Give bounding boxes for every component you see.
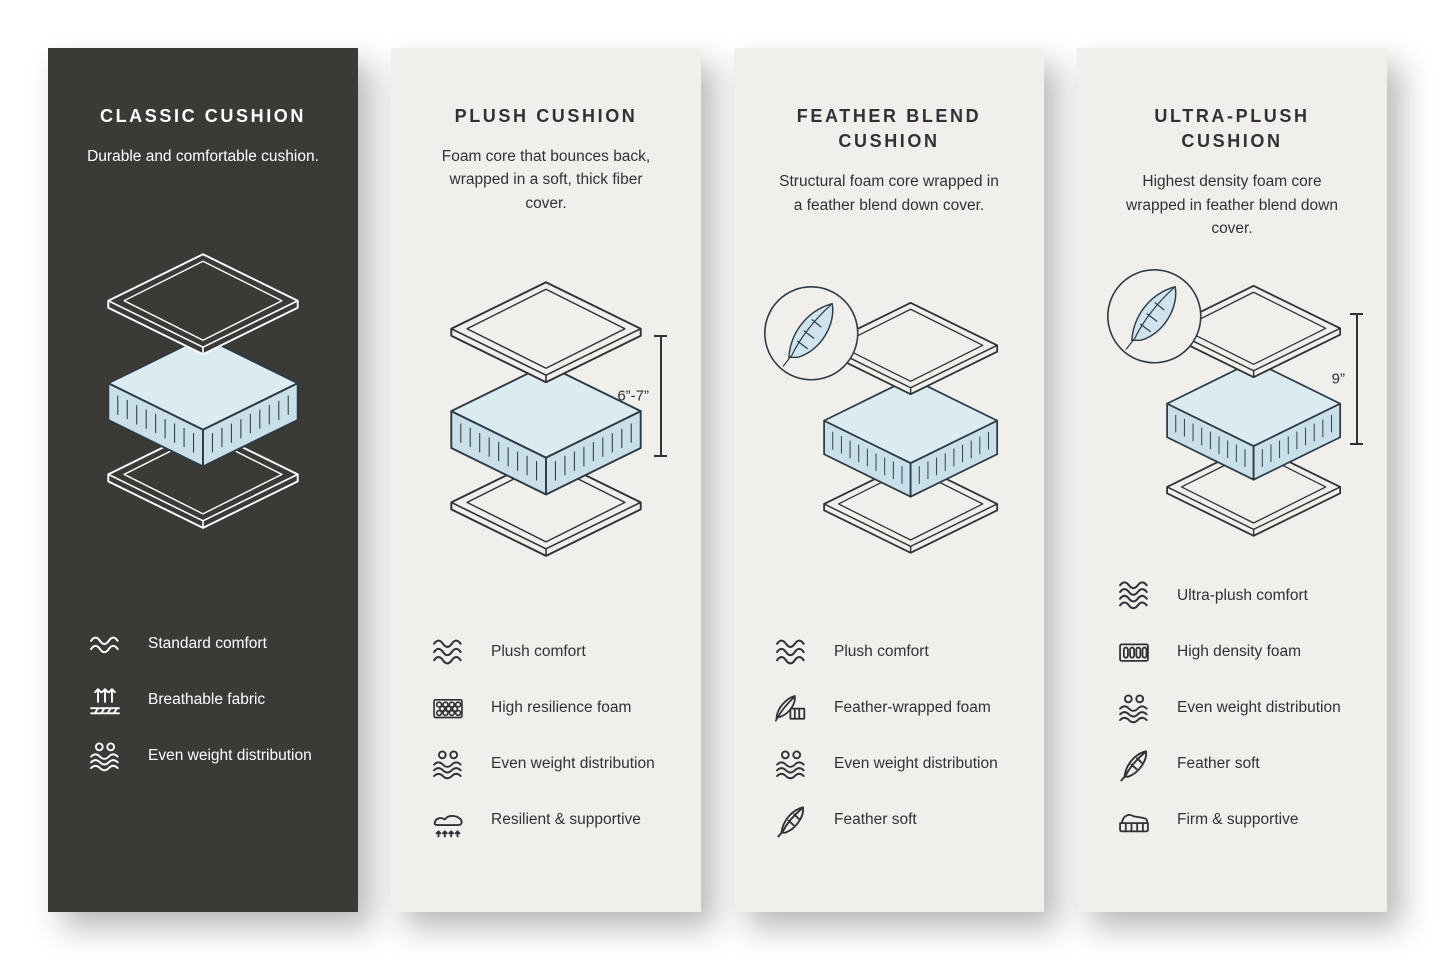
dimension-cap xyxy=(1350,443,1363,446)
feature-label: Even weight distribution xyxy=(1177,698,1341,716)
feature-item: Even weight distribution xyxy=(1103,680,1361,736)
feature-label: Ultra-plush comfort xyxy=(1177,586,1308,604)
cushion-illustration: 6”-7” xyxy=(417,277,675,563)
panel-description: Highest density foam core wrapped in fea… xyxy=(1126,173,1338,237)
feature-item: Resilient & supportive xyxy=(417,792,675,848)
panel-description: Foam core that bounces back, wrapped in … xyxy=(441,148,651,212)
comfort-waves-icon xyxy=(1111,577,1157,615)
resilience-foam-icon xyxy=(425,689,471,727)
panel-ultra-plush-cushion: ULTRA-PLUSH CUSHION Highest density foam… xyxy=(1077,48,1387,912)
feature-item: Plush comfort xyxy=(760,624,1018,680)
feature-label: Standard comfort xyxy=(148,634,267,652)
panel-title: CLASSIC CUSHION xyxy=(99,106,306,126)
feature-label: High resilience foam xyxy=(491,698,632,716)
feature-item: Plush comfort xyxy=(417,624,675,680)
feature-item: Even weight distribution xyxy=(417,736,675,792)
panel-title: PLUSH CUSHION xyxy=(454,106,638,126)
feature-label: Even weight distribution xyxy=(491,754,655,772)
feature-item: Ultra-plush comfort xyxy=(1103,568,1361,624)
panel-title: ULTRA-PLUSH CUSHION xyxy=(1154,106,1310,152)
feature-item: Firm & supportive xyxy=(1103,792,1361,848)
layered-cushion-feather-diagram-icon xyxy=(764,285,999,554)
feather-icon xyxy=(1111,745,1157,783)
feature-label: Plush comfort xyxy=(491,642,586,660)
feature-label: Breathable fabric xyxy=(148,690,266,708)
feature-list: Standard comfort Breathable fabric Even … xyxy=(74,616,332,784)
layered-cushion-diagram-icon xyxy=(107,253,299,530)
dimension-label: 6”-7” xyxy=(617,387,649,405)
even-weight-icon xyxy=(768,745,814,783)
even-weight-icon xyxy=(1111,689,1157,727)
layered-cushion-feather-diagram-icon xyxy=(1107,269,1342,538)
feature-item: Feather soft xyxy=(760,792,1018,848)
height-dimension-marker: 6”-7” xyxy=(617,334,667,457)
firm-supportive-icon xyxy=(1111,801,1157,839)
dimension-line xyxy=(659,336,662,455)
even-weight-icon xyxy=(82,737,128,775)
panel-classic-cushion: CLASSIC CUSHION Durable and comfortable … xyxy=(48,48,358,912)
cushion-comparison-board: CLASSIC CUSHION Durable and comfortable … xyxy=(48,48,1387,912)
layered-cushion-diagram-icon xyxy=(450,280,642,557)
feature-label: Feather-wrapped foam xyxy=(834,698,991,716)
dimension-line xyxy=(1355,315,1358,444)
feature-list: Plush comfort High resilience foam Even … xyxy=(417,624,675,848)
feature-item: Feather soft xyxy=(1103,736,1361,792)
cushion-illustration xyxy=(760,282,1018,559)
dimension-cap xyxy=(1350,313,1363,316)
feature-item: Breathable fabric xyxy=(74,672,332,728)
feature-item: Even weight distribution xyxy=(74,728,332,784)
cushion-illustration xyxy=(74,249,332,535)
even-weight-icon xyxy=(425,745,471,783)
panel-description: Structural foam core wrapped in a feathe… xyxy=(779,173,999,214)
panel-feather-blend-cushion: FEATHER BLEND CUSHION Structural foam co… xyxy=(734,48,1044,912)
feature-item: High resilience foam xyxy=(417,680,675,736)
resilient-supportive-icon xyxy=(425,801,471,839)
panel-plush-cushion: PLUSH CUSHION Foam core that bounces bac… xyxy=(391,48,701,912)
comfort-waves-icon xyxy=(82,625,128,663)
density-foam-icon xyxy=(1111,633,1157,671)
feather-wrapped-foam-icon xyxy=(768,689,814,727)
comfort-waves-icon xyxy=(768,633,814,671)
feature-label: Feather soft xyxy=(1177,754,1260,772)
height-dimension-marker: 9” xyxy=(1332,313,1363,446)
cushion-illustration: 9” xyxy=(1103,265,1363,542)
feature-list: Ultra-plush comfort High density foam Ev… xyxy=(1103,568,1361,848)
comfort-waves-icon xyxy=(425,633,471,671)
breathable-fabric-icon xyxy=(82,681,128,719)
feature-label: Plush comfort xyxy=(834,642,929,660)
feature-list: Plush comfort Feather-wrapped foam Even … xyxy=(760,624,1018,848)
dimension-label: 9” xyxy=(1331,370,1345,388)
feature-item: Even weight distribution xyxy=(760,736,1018,792)
feature-label: Even weight distribution xyxy=(148,746,312,764)
dimension-cap xyxy=(654,334,667,337)
panel-description: Durable and comfortable cushion. xyxy=(87,148,319,166)
feature-label: Resilient & supportive xyxy=(491,810,641,828)
feature-item: Feather-wrapped foam xyxy=(760,680,1018,736)
dimension-cap xyxy=(654,454,667,457)
feature-item: Standard comfort xyxy=(74,616,332,672)
feature-label: Even weight distribution xyxy=(834,754,998,772)
feature-item: High density foam xyxy=(1103,624,1361,680)
feather-icon xyxy=(768,801,814,839)
panel-title: FEATHER BLEND CUSHION xyxy=(796,106,982,152)
feature-label: High density foam xyxy=(1177,642,1302,660)
feature-label: Firm & supportive xyxy=(1177,810,1299,828)
feature-label: Feather soft xyxy=(834,810,917,828)
